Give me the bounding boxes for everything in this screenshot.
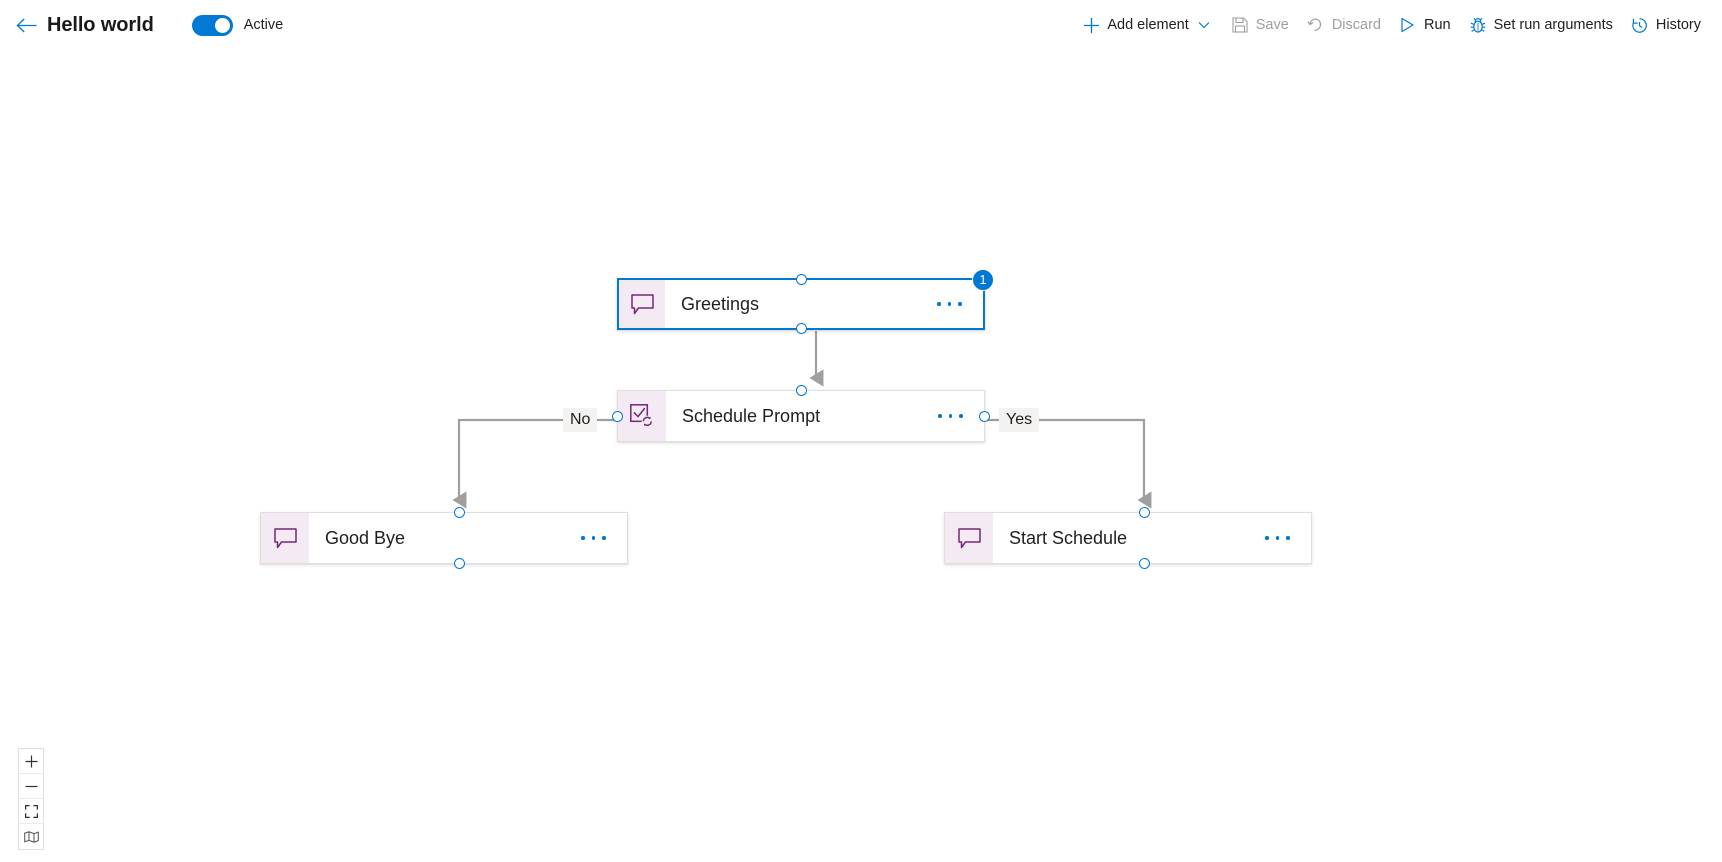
flow-node-badge: 1	[972, 269, 994, 291]
more-dot	[947, 302, 951, 306]
plus-icon	[1082, 16, 1100, 34]
toolbar-run-button[interactable]: Run	[1390, 8, 1460, 42]
toolbar-history-button[interactable]: History	[1622, 8, 1710, 42]
checkbox-loop-icon	[618, 391, 666, 441]
handle-top[interactable]	[1138, 507, 1150, 518]
flow-node-more-options-button[interactable]	[568, 536, 628, 540]
more-dot	[958, 302, 962, 306]
toolbar-run-label: Run	[1423, 17, 1451, 33]
edge-label-no: No	[563, 408, 598, 432]
more-dot	[1275, 536, 1279, 540]
more-dot	[591, 536, 595, 540]
flow-node-more-options-button[interactable]	[925, 414, 985, 418]
handle-top[interactable]	[453, 507, 465, 518]
edge-schedule-prompt-no-to-good-bye	[452, 418, 614, 509]
flow-canvas[interactable]: No Yes Greetings 1	[0, 50, 1722, 862]
add-element-chevron-down-icon[interactable]	[1194, 8, 1214, 42]
toolbar: Add element Save Discard	[1073, 0, 1722, 50]
toolbar-discard-label: Discard	[1331, 17, 1381, 33]
toolbar-discard-button[interactable]: Discard	[1298, 8, 1390, 42]
message-bubble-icon	[261, 513, 309, 563]
flow-node-title: Greetings	[681, 293, 760, 314]
more-dot	[959, 414, 963, 418]
toolbar-set-run-arguments-button[interactable]: Set run arguments	[1460, 8, 1622, 42]
toolbar-add-element-button[interactable]: Add element	[1073, 8, 1197, 42]
toolbar-save-button[interactable]: Save	[1222, 8, 1298, 42]
flow-node-good-bye[interactable]: Good Bye	[260, 507, 628, 569]
top-bar: Hello world Active Add element Sav	[0, 0, 1722, 50]
more-dot	[581, 536, 585, 540]
more-dot	[937, 302, 941, 306]
flow-node-more-options-button[interactable]	[924, 302, 984, 306]
handle-left[interactable]	[612, 410, 623, 422]
zoom-out-button[interactable]	[19, 774, 43, 799]
active-toggle-label: Active	[243, 17, 284, 33]
back-button[interactable]	[9, 8, 43, 42]
toolbar-add-element-label: Add element	[1107, 17, 1189, 33]
toolbar-history-label: History	[1655, 17, 1701, 33]
handle-bottom[interactable]	[795, 323, 807, 334]
flow-node-start-schedule[interactable]: Start Schedule	[944, 507, 1312, 569]
arrow-left-icon	[15, 18, 37, 33]
clock-history-icon	[1631, 16, 1649, 34]
more-dot	[948, 414, 952, 418]
toolbar-set-run-arguments-label: Set run arguments	[1493, 17, 1613, 33]
more-dot	[938, 414, 942, 418]
play-triangle-icon	[1399, 16, 1417, 34]
handle-bottom[interactable]	[1138, 558, 1150, 569]
more-dot	[1286, 536, 1290, 540]
zoom-controls	[18, 748, 44, 850]
flow-node-title: Schedule Prompt	[682, 405, 821, 426]
edge-label-yes: Yes	[999, 408, 1040, 432]
active-toggle[interactable]	[191, 14, 233, 36]
message-bubble-icon	[619, 280, 665, 328]
flow-node-schedule-prompt[interactable]: Schedule Prompt	[612, 385, 990, 442]
handle-top[interactable]	[795, 274, 807, 285]
save-disk-icon	[1231, 16, 1249, 34]
flow-node-title: Start Schedule	[1009, 527, 1128, 548]
minimap-button[interactable]	[19, 824, 43, 849]
more-dot	[1265, 536, 1269, 540]
handle-top[interactable]	[795, 385, 807, 396]
edge-layer	[452, 331, 1152, 509]
flow-node-title: Good Bye	[325, 527, 406, 548]
fit-screen-icon	[24, 804, 38, 818]
handle-right[interactable]	[979, 410, 990, 422]
flow-node-greetings[interactable]: Greetings 1	[617, 269, 994, 334]
fit-to-screen-button[interactable]	[19, 799, 43, 824]
toggle-knob	[214, 17, 230, 33]
plus-icon	[25, 755, 38, 768]
bug-icon	[1469, 16, 1487, 34]
active-toggle-group: Active	[191, 14, 284, 36]
more-dot	[602, 536, 606, 540]
undo-arrow-icon	[1307, 16, 1325, 34]
toolbar-save-label: Save	[1255, 17, 1289, 33]
edge-schedule-prompt-yes-to-start-schedule	[988, 418, 1152, 509]
map-icon	[23, 830, 39, 843]
handle-bottom[interactable]	[453, 558, 465, 569]
minus-icon	[25, 780, 38, 793]
flow-node-more-options-button[interactable]	[1252, 536, 1312, 540]
page-title: Hello world	[47, 13, 154, 36]
zoom-in-button[interactable]	[19, 749, 43, 774]
message-bubble-icon	[945, 513, 993, 563]
